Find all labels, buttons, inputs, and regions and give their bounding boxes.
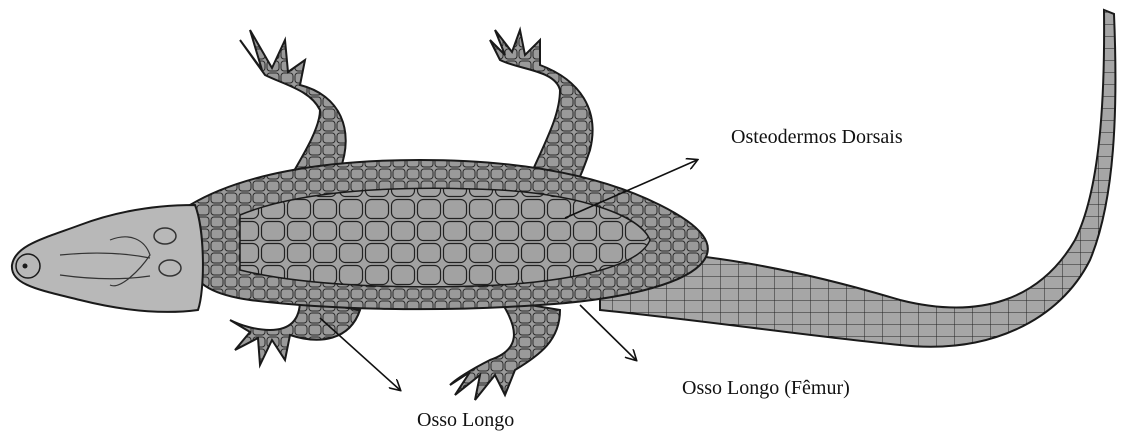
- crocodile-tail: [600, 10, 1115, 347]
- dorsal-osteoderm-shield: [240, 188, 650, 287]
- label-osteoderms-dorsal: Osteodermos Dorsais: [731, 126, 903, 149]
- crocodile-head: [12, 205, 203, 312]
- arrow-long-bone: [320, 318, 400, 390]
- label-long-bone-femur: Osso Longo (Fêmur): [682, 377, 850, 400]
- hind-leg-lower: [450, 300, 560, 400]
- front-leg-lower: [230, 300, 360, 365]
- label-long-bone: Osso Longo: [417, 409, 514, 432]
- nostril: [23, 264, 28, 269]
- snout-tip: [16, 254, 40, 278]
